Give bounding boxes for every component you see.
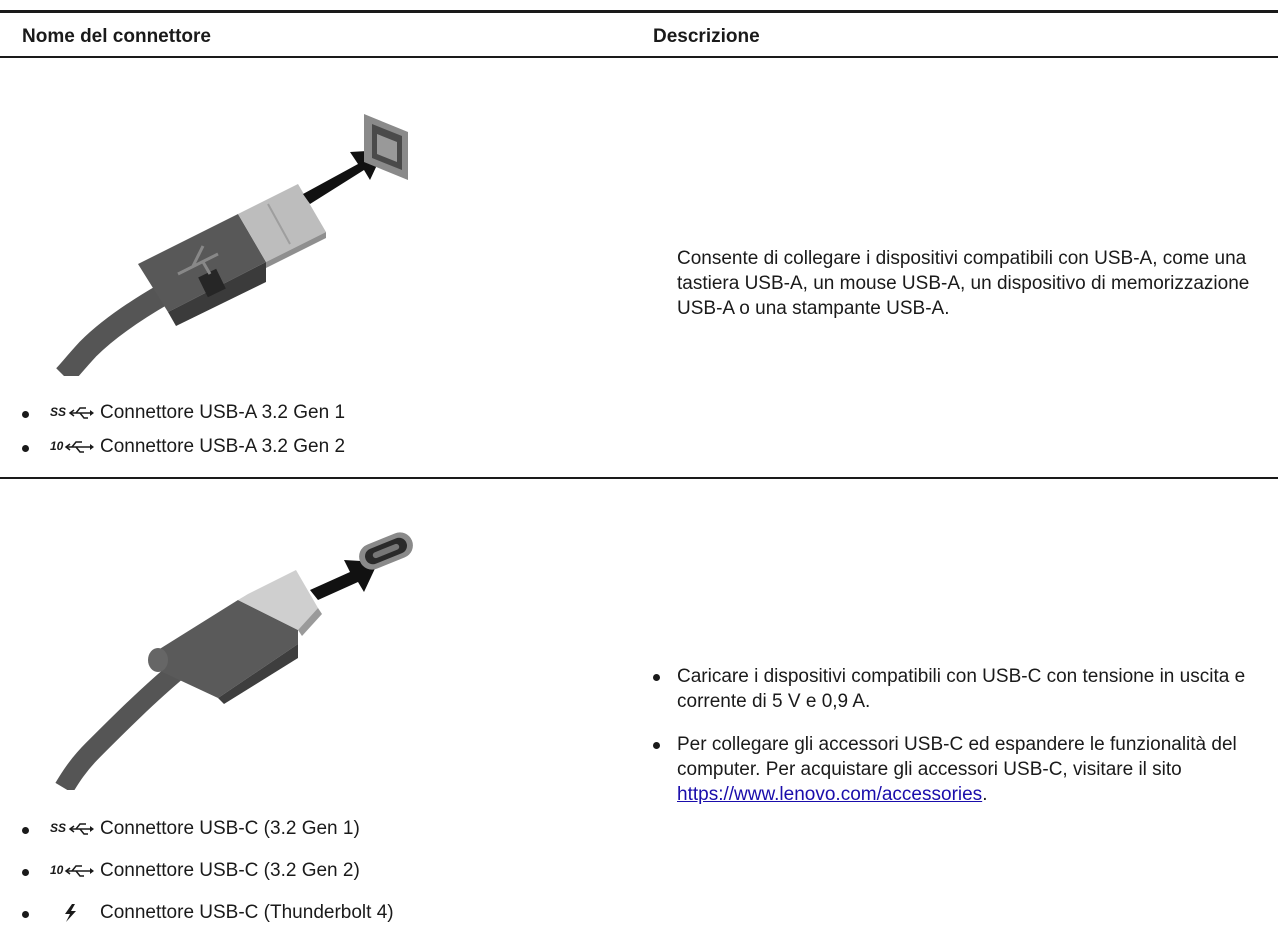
usb-c-accessories-text: Per collegare gli accessori USB-C ed esp… xyxy=(677,734,1237,780)
thunderbolt-icon xyxy=(65,903,76,922)
usb-10gbps-icon: 10 xyxy=(50,439,94,453)
lenovo-accessories-link[interactable]: https://www.lenovo.com/accessories xyxy=(677,784,983,805)
superspeed-usb-icon: SS xyxy=(50,821,94,835)
header-connector-name: Nome del connettore xyxy=(22,26,211,47)
list-item: SS Connettore USB-A 3.2 Gen 1 xyxy=(22,396,345,430)
list-item: 10 Connettore USB-A 3.2 Gen 2 xyxy=(22,430,345,464)
usb-c-charging-text: Caricare i dispositivi compatibili con U… xyxy=(677,666,1246,712)
usb-c-connector-list: SS Connettore USB-C (3.2 Gen 1) 10 Conne… xyxy=(22,812,394,930)
table-top-rule xyxy=(0,10,1278,13)
usb-10gbps-icon: 10 xyxy=(50,863,94,877)
header-bottom-rule xyxy=(0,56,1278,58)
svg-text:10: 10 xyxy=(50,863,64,877)
list-item: Per collegare gli accessori USB-C ed esp… xyxy=(653,732,1273,807)
svg-text:SS: SS xyxy=(50,405,66,419)
svg-text:10: 10 xyxy=(50,439,64,453)
usb-c-description-list: Caricare i dispositivi compatibili con U… xyxy=(653,664,1273,825)
row-divider-rule xyxy=(0,477,1278,479)
usb-a-connector-list: SS Connettore USB-A 3.2 Gen 1 10 Connett… xyxy=(22,396,345,464)
svg-text:SS: SS xyxy=(50,821,66,835)
link-suffix: . xyxy=(982,784,988,805)
usb-a-description: Consente di collegare i dispositivi comp… xyxy=(677,248,1250,319)
list-item: Connettore USB-C (Thunderbolt 4) xyxy=(22,896,394,930)
usb-a-gen2-label: Connettore USB-A 3.2 Gen 2 xyxy=(100,436,346,457)
usb-c-gen1-label: Connettore USB-C (3.2 Gen 1) xyxy=(100,818,360,839)
list-item: Caricare i dispositivi compatibili con U… xyxy=(653,664,1273,714)
list-item: 10 Connettore USB-C (3.2 Gen 2) xyxy=(22,854,394,888)
usb-c-thunderbolt-label: Connettore USB-C (Thunderbolt 4) xyxy=(100,902,394,923)
usb-a-plug-illustration xyxy=(56,114,408,376)
usb-c-plug-illustration xyxy=(55,532,413,790)
list-item: SS Connettore USB-C (3.2 Gen 1) xyxy=(22,812,394,846)
usb-a-gen1-label: Connettore USB-A 3.2 Gen 1 xyxy=(100,402,346,423)
header-description: Descrizione xyxy=(653,26,760,47)
superspeed-usb-icon: SS xyxy=(50,405,94,419)
usb-c-gen2-label: Connettore USB-C (3.2 Gen 2) xyxy=(100,860,360,881)
